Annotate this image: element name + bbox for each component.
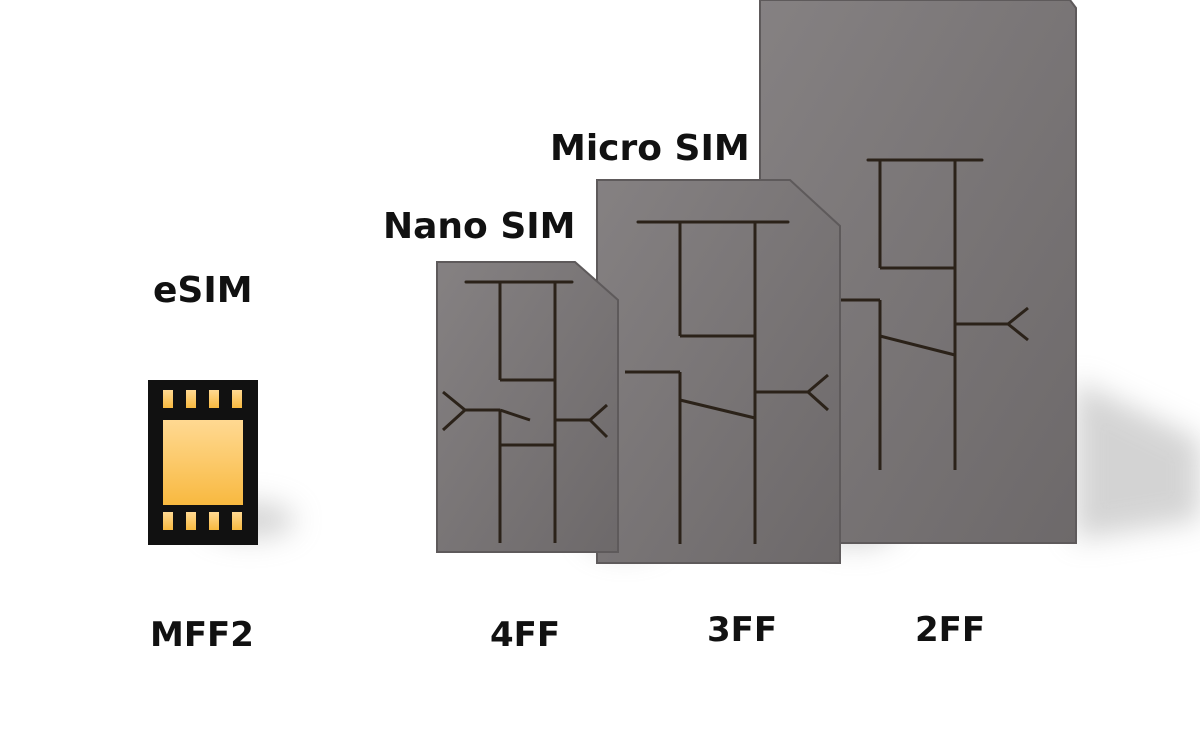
sim-4ff-chip-contacts <box>441 282 609 543</box>
sim-mff2-die <box>163 420 243 505</box>
sim-3ff <box>596 179 841 564</box>
sim-4ff <box>436 261 619 553</box>
label-esim: eSIM <box>153 270 253 311</box>
label-micro-sim: Micro SIM <box>550 128 750 169</box>
shadow-mini <box>1075 380 1200 540</box>
sim-4ff-card <box>436 261 619 553</box>
label-nano-sim: Nano SIM <box>383 206 576 247</box>
label-2ff: 2FF <box>915 610 986 650</box>
sim-mff2 <box>148 380 258 545</box>
sim-2ff-chip-contacts <box>830 160 1029 470</box>
sim-3ff-chip-contacts <box>625 222 830 544</box>
label-mff2: MFF2 <box>150 615 254 655</box>
sim-mff2-pins <box>163 390 242 530</box>
label-3ff: 3FF <box>707 610 778 650</box>
label-4ff: 4FF <box>490 615 561 655</box>
